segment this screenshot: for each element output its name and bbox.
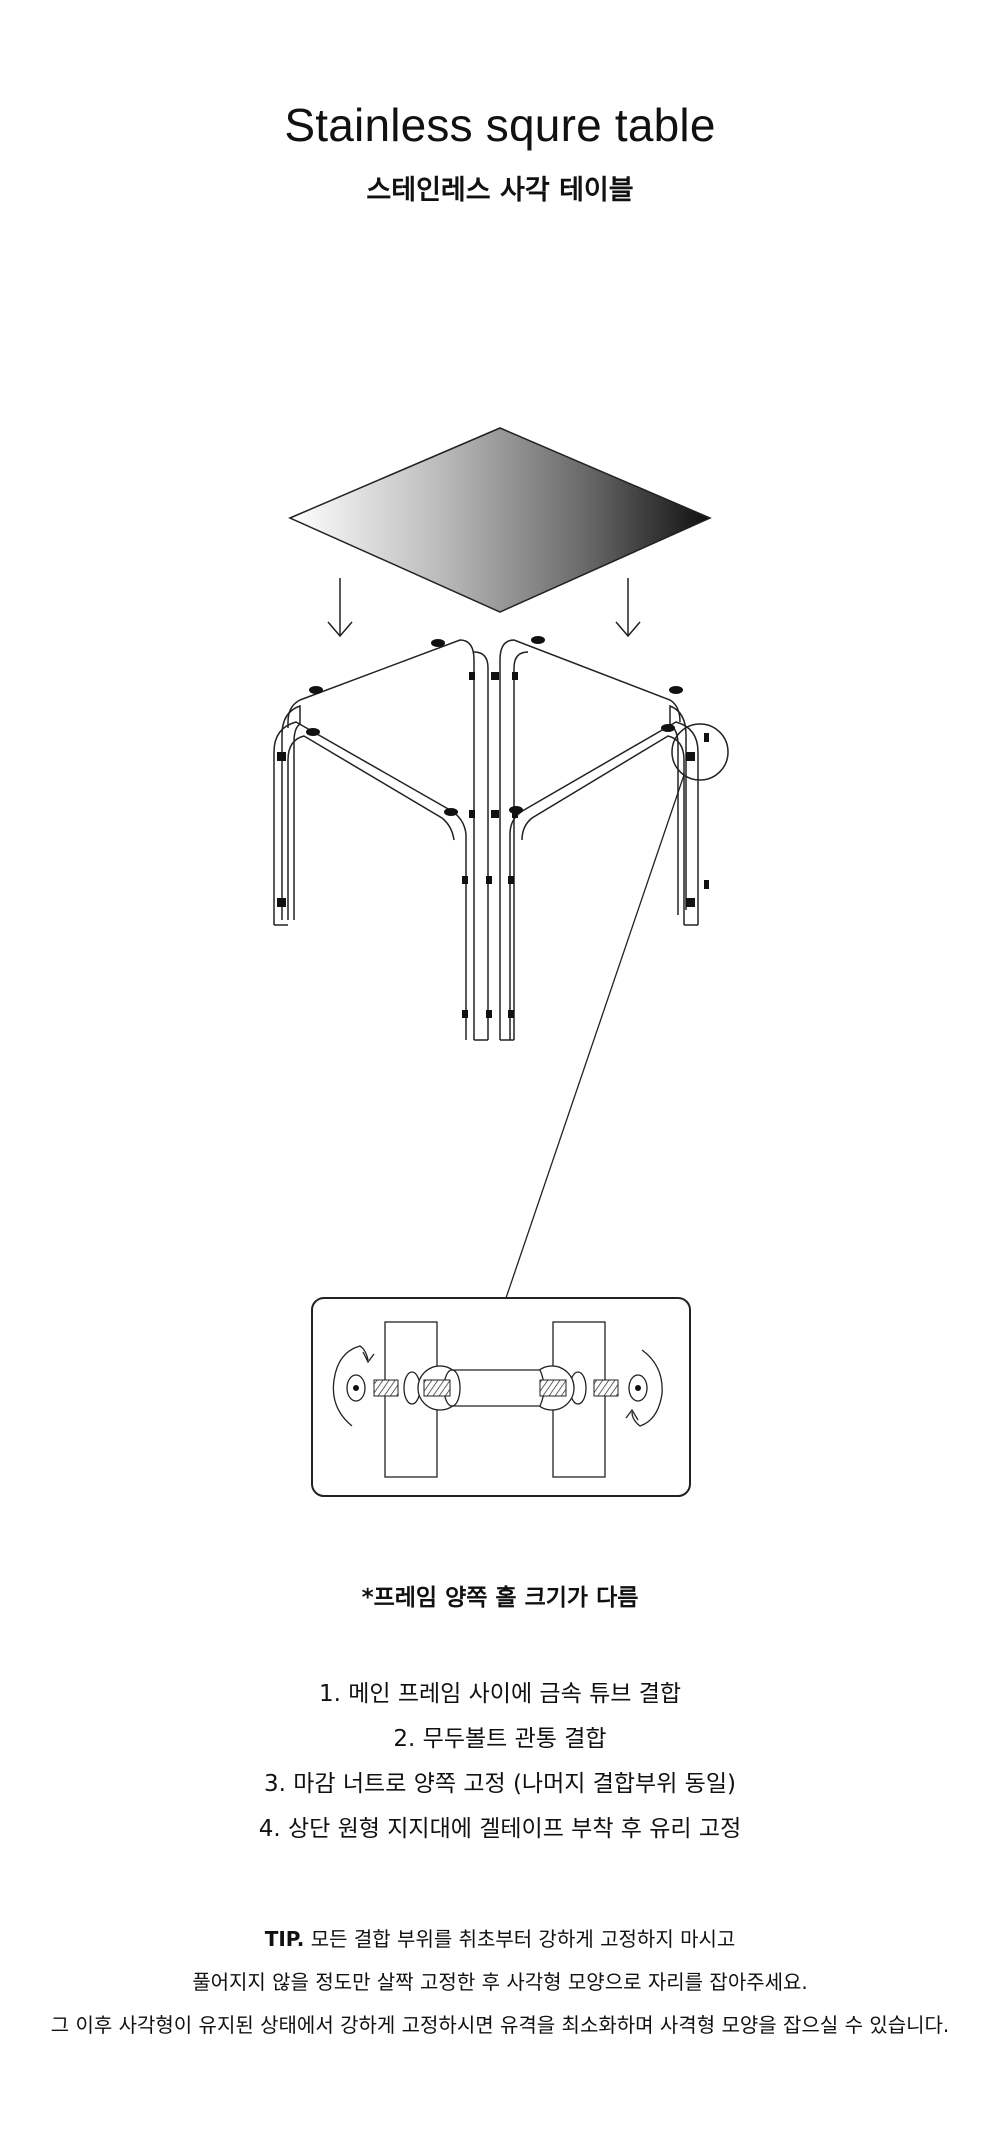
tip-line: 풀어지지 않을 정도만 살짝 고정한 후 사각형 모양으로 자리를 잡아주세요. xyxy=(192,1970,808,1994)
callout-line xyxy=(505,774,685,1299)
support-pads xyxy=(306,636,683,816)
frame-tube xyxy=(521,735,685,925)
tip-line: TIP. 모든 결합 부위를 취초부터 강하게 고정하지 마시고 xyxy=(0,1918,1000,1961)
step-item: 1. 메인 프레임 사이에 금속 튜브 결합 xyxy=(318,1681,682,1707)
assembly-steps: 1. 메인 프레임 사이에 금속 튜브 결합 2. 무두볼트 관통 결합 3. … xyxy=(0,1672,1000,1852)
frame-tube xyxy=(499,639,681,1040)
frame-tube xyxy=(287,735,455,920)
joint-bolts xyxy=(277,672,709,1018)
tip-line: 그 이후 사각형이 유지된 상태에서 강하게 고정하시면 유격을 최소화하며 사… xyxy=(50,2013,950,2037)
step-item: 2. 무두볼트 관통 결합 xyxy=(393,1726,607,1752)
tip-label: TIP. xyxy=(264,1927,305,1951)
step-item: 3. 마감 너트로 양쪽 고정 (나머지 결합부위 동일) xyxy=(264,1771,736,1797)
rotate-arrow-icon xyxy=(332,1345,375,1427)
down-arrow-icon xyxy=(615,578,641,638)
glass-top xyxy=(288,427,712,613)
frame-tube xyxy=(473,651,489,1040)
frame-tube xyxy=(509,721,699,1040)
down-arrow-icon xyxy=(327,578,353,638)
frame-tube xyxy=(513,651,529,1040)
frame-tube xyxy=(273,721,467,1040)
frame-hole-note: *프레임 양쪽 홀 크기가 다름 xyxy=(361,1585,639,1611)
joint-detail-box xyxy=(311,1297,691,1497)
tip-text: 모든 결합 부위를 취초부터 강하게 고정하지 마시고 xyxy=(304,1927,736,1951)
frame-tube xyxy=(287,639,475,1040)
table-frame xyxy=(273,639,699,1041)
assembly-diagram xyxy=(273,427,729,1497)
detail-callout-circle xyxy=(671,723,729,781)
page-title: Stainless squre table xyxy=(284,99,716,151)
assembly-tip: TIP. 모든 결합 부위를 취초부터 강하게 고정하지 마시고 풀어지지 않을… xyxy=(0,1918,1000,2047)
rotate-arrow-icon xyxy=(625,1349,663,1427)
step-item: 4. 상단 원형 지지대에 겔테이프 부착 후 유리 고정 xyxy=(258,1816,742,1842)
frame-tube xyxy=(281,704,301,920)
page-subtitle: 스테인레스 사각 테이블 xyxy=(366,175,634,206)
